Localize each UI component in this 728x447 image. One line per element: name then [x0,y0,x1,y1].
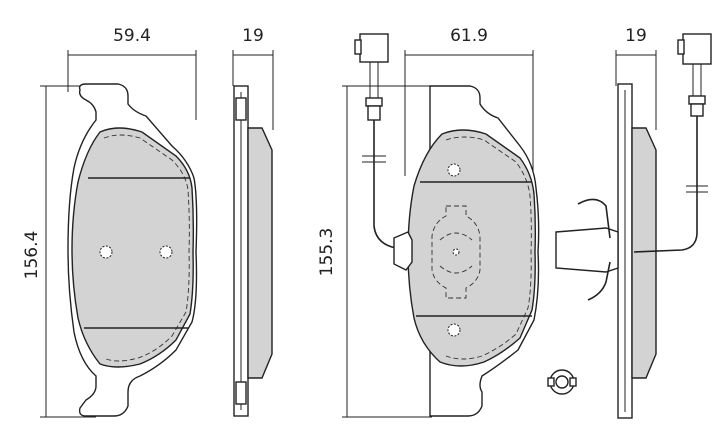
pad2-spring-clip-inner [439,232,473,274]
pad2-sensor-head [393,231,413,271]
pad2-friction-material [407,129,537,367]
pad1-chamfer-line [103,134,190,362]
pad1-height-label: 156.4 [22,231,42,280]
pad1-thickness-label: 19 [242,26,264,46]
pad1-height-dimension: 156.4 [22,85,96,418]
pad2-width-dimension: 61.9 [404,26,534,176]
pad2-side-spring-clip [555,227,619,273]
pad2-sensor-connector [359,33,389,63]
pad2-side-clip-wire-top [577,198,611,239]
pad2-spring-clip-outline [431,205,481,299]
pad2-side-sensor-connector [682,33,712,65]
pad1-width-label: 59.4 [113,26,151,46]
pad1-side-top-clip [235,97,247,121]
pad1-right-pin-hole [159,245,173,259]
pad2-sensor-cable [373,120,397,249]
sensor-end-detail [547,369,577,395]
pad2-side-clip-wire-bottom [587,261,611,301]
pad2-thickness-dimension: 19 [615,26,657,130]
pad2-wear-sensor [354,33,413,271]
pad1-front-view: 59.4 156.4 [22,26,198,418]
pad1-left-pin-hole [99,245,113,259]
pad2-side-friction-block [631,127,657,379]
pad2-side-sensor-cable [633,116,698,253]
pad2-height-label: 155.3 [317,228,337,277]
pad2-side-view: 19 [555,26,712,419]
pad2-top-pin-hole [447,163,461,177]
pad1-thickness-dimension: 19 [232,26,274,130]
pad2-bottom-pin-hole [447,323,461,337]
pad2-center-dot [452,248,460,256]
pad2-front-view: 61.9 155.3 [317,26,540,418]
pad2-height-dimension: 155.3 [317,85,432,418]
pad1-side-view: 19 [232,26,274,417]
pad2-chamfer-line [445,136,532,360]
pad1-width-dimension: 59.4 [67,26,197,120]
sensor-end-inner [555,375,569,389]
pad1-friction-material [71,127,195,368]
pad2-side-wear-sensor [633,33,712,253]
pad2-width-label: 61.9 [450,26,488,46]
pad2-thickness-label: 19 [625,26,647,46]
pad1-side-friction-block [247,127,273,379]
pad1-side-bottom-clip [235,381,247,405]
